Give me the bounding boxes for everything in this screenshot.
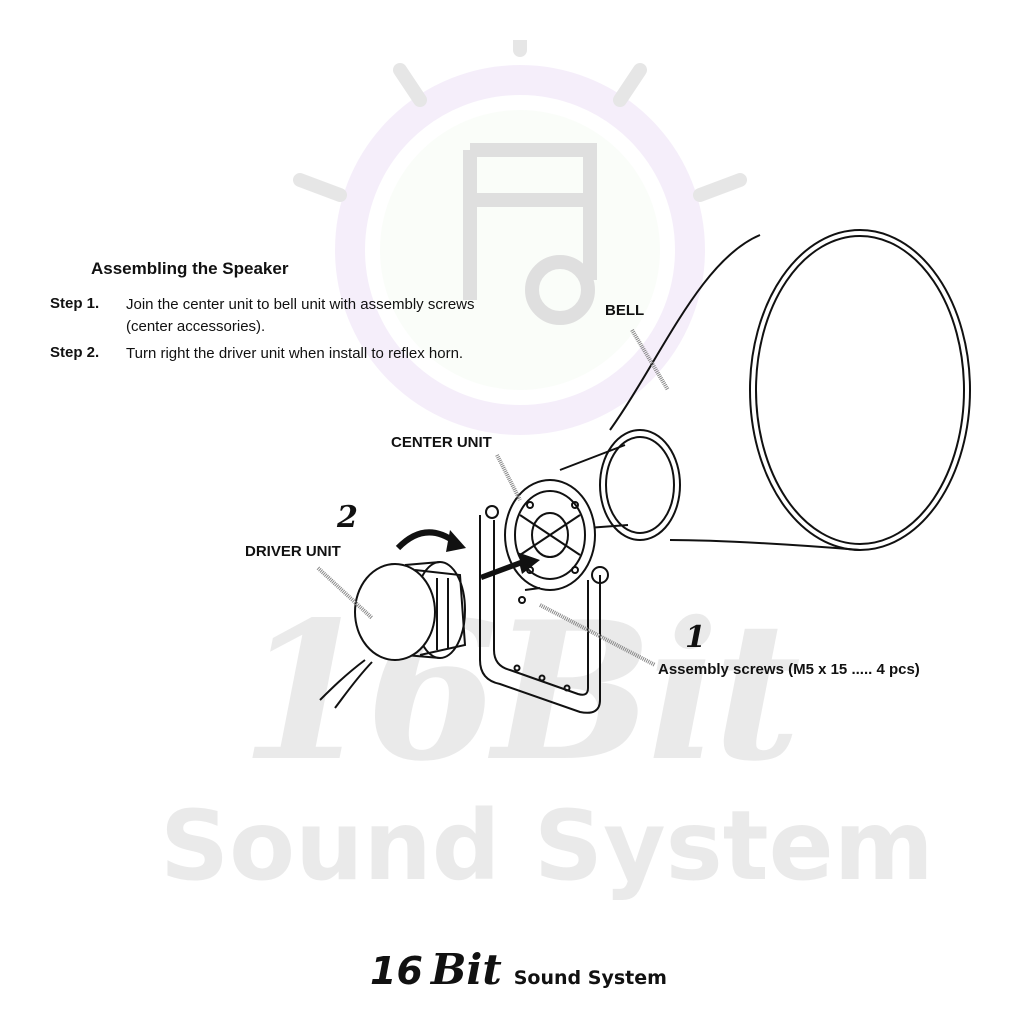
step-2-label: Step 2. bbox=[50, 344, 100, 361]
watermark-music-note-logo bbox=[293, 40, 747, 435]
center-unit-drawing bbox=[504, 479, 609, 591]
bell-horn-drawing bbox=[559, 229, 971, 551]
step-number-2: 2 bbox=[337, 500, 358, 535]
driver-unit-drawing bbox=[319, 561, 467, 709]
mounting-bracket-drawing bbox=[479, 505, 601, 714]
callout-driver-unit: DRIVER UNIT bbox=[245, 543, 341, 560]
step-1-label: Step 1. bbox=[50, 295, 100, 312]
step-2-text: Turn right the driver unit when install … bbox=[126, 345, 464, 362]
step-number-1: 1 bbox=[685, 620, 706, 655]
step-1-text: Join the center unit to bell unit with a… bbox=[126, 296, 475, 335]
brand-logo-number: 16 bbox=[370, 949, 423, 993]
rotate-arrowhead bbox=[446, 530, 466, 552]
watermark-sound-system-text: Sound System bbox=[160, 790, 934, 902]
section-heading: Assembling the Speaker bbox=[91, 259, 289, 278]
brand-logo-bit: Bit bbox=[430, 945, 502, 994]
callout-assembly-screws: Assembly screws (M5 x 15 ..... 4 pcs) bbox=[658, 661, 920, 678]
rotate-arrow bbox=[395, 529, 457, 551]
brand-logo-subtitle: Sound System bbox=[513, 967, 667, 989]
callout-bell: BELL bbox=[605, 302, 645, 319]
insert-arrow bbox=[480, 552, 540, 580]
assembly-screws-drawing bbox=[518, 587, 541, 604]
callout-center-unit: CENTER UNIT bbox=[391, 434, 492, 451]
